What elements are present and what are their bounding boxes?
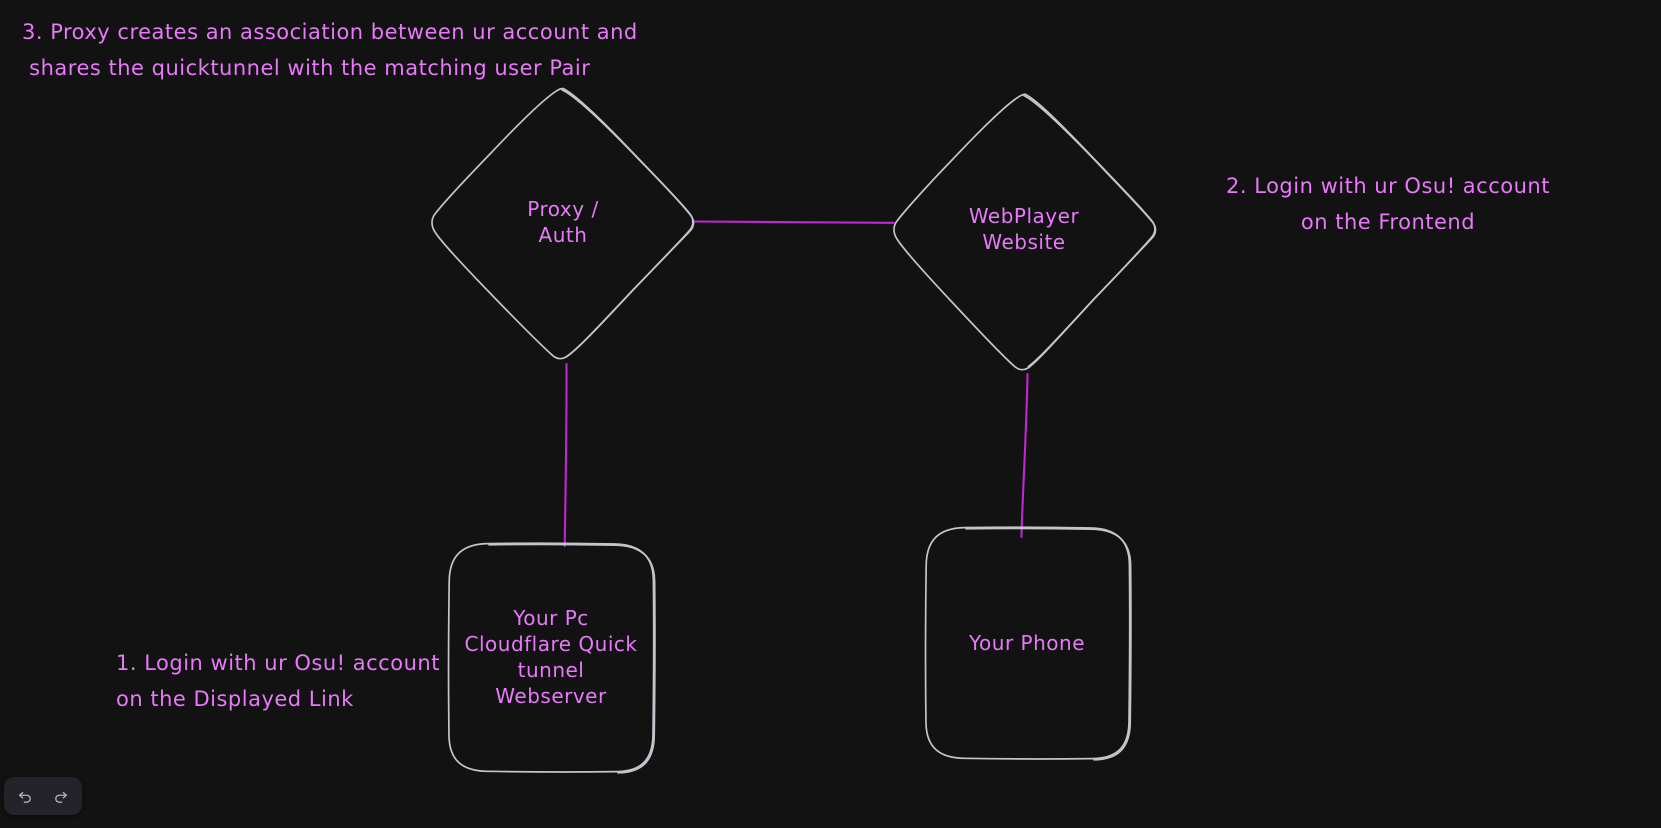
node-label-webplayer-website: WebPlayer Website: [968, 204, 1080, 254]
redo-arrow-icon: [51, 787, 69, 805]
node-label-your-phone: Your Phone: [968, 631, 1086, 655]
note-step-1: 1. Login with ur Osu! account on the Dis…: [116, 651, 440, 712]
undo-arrow-icon: [17, 787, 35, 805]
note-step-2: 2. Login with ur Osu! account on the Fro…: [1226, 174, 1550, 235]
connector-webplayer-to-phone: [1020, 372, 1029, 539]
note-step-3: 3. Proxy creates an association between …: [22, 20, 638, 81]
connector-proxy-to-webplayer: [691, 220, 895, 224]
connector-proxy-to-your-pc: [563, 362, 568, 548]
history-island: [4, 777, 82, 815]
undo-button[interactable]: [10, 782, 42, 810]
node-label-proxy-auth: Proxy / Auth: [527, 197, 599, 247]
node-label-your-pc: Your Pc Cloudflare Quick tunnel Webserve…: [464, 606, 638, 708]
redo-button[interactable]: [44, 782, 76, 810]
